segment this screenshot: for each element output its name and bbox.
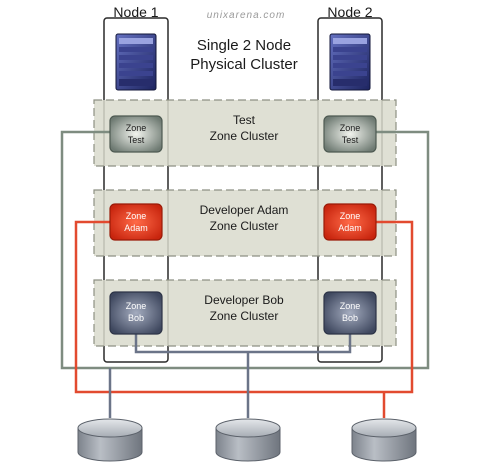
node2-label: Node 2 <box>327 4 373 20</box>
node2-server-icon <box>329 33 371 91</box>
band-test-title-line-1: Test <box>232 113 255 127</box>
zone-bob-node2 <box>323 291 377 335</box>
disk-left-icon <box>77 418 143 462</box>
zone-test-node2-line-2: Test <box>341 135 359 145</box>
zone-test-node2-line-1: Zone <box>339 123 361 133</box>
zone-bob-node1-line-1: Zone <box>125 301 147 311</box>
zone-test-node1-line-2: Test <box>127 135 145 145</box>
zone-adam-node2-line-2: Adam <box>338 223 362 233</box>
zone-test-node1-line-1: Zone <box>125 123 147 133</box>
zone-bob-node1-line-2: Bob <box>127 313 144 323</box>
band-bob-title-line-1: Developer Bob <box>204 293 284 307</box>
band-adam-title-line-2: Zone Cluster <box>209 219 279 233</box>
node1-label: Node 1 <box>113 4 159 20</box>
bob-interconnect <box>108 334 352 418</box>
zone-adam-node2 <box>323 203 377 241</box>
zone-bob-node2-line-1: Zone <box>339 301 361 311</box>
disk-right-icon <box>351 418 417 462</box>
band-bob-title-line-2: Zone Cluster <box>209 309 279 323</box>
node1-server-icon <box>115 33 157 91</box>
zone-adam-node1 <box>109 203 163 241</box>
band-adam-title-line-1: Developer Adam <box>199 203 289 217</box>
zone-test-node2 <box>323 115 377 153</box>
adam-interconnect <box>74 220 414 418</box>
zone-bob-node1 <box>109 291 163 335</box>
title-line-1: Single 2 Node <box>196 37 292 54</box>
zone-bob-node2-line-2: Bob <box>341 313 358 323</box>
zone-adam-node2-line-1: Zone <box>339 211 361 221</box>
disk-center-icon <box>215 418 281 462</box>
band-test-title-line-2: Zone Cluster <box>209 129 279 143</box>
title-line-2: Physical Cluster <box>190 56 298 73</box>
test-interconnect <box>60 130 430 370</box>
watermark: unixarena.com <box>206 10 286 21</box>
zone-test-node1 <box>109 115 163 153</box>
zone-adam-node1-line-2: Adam <box>124 223 148 233</box>
zone-adam-node1-line-1: Zone <box>125 211 147 221</box>
